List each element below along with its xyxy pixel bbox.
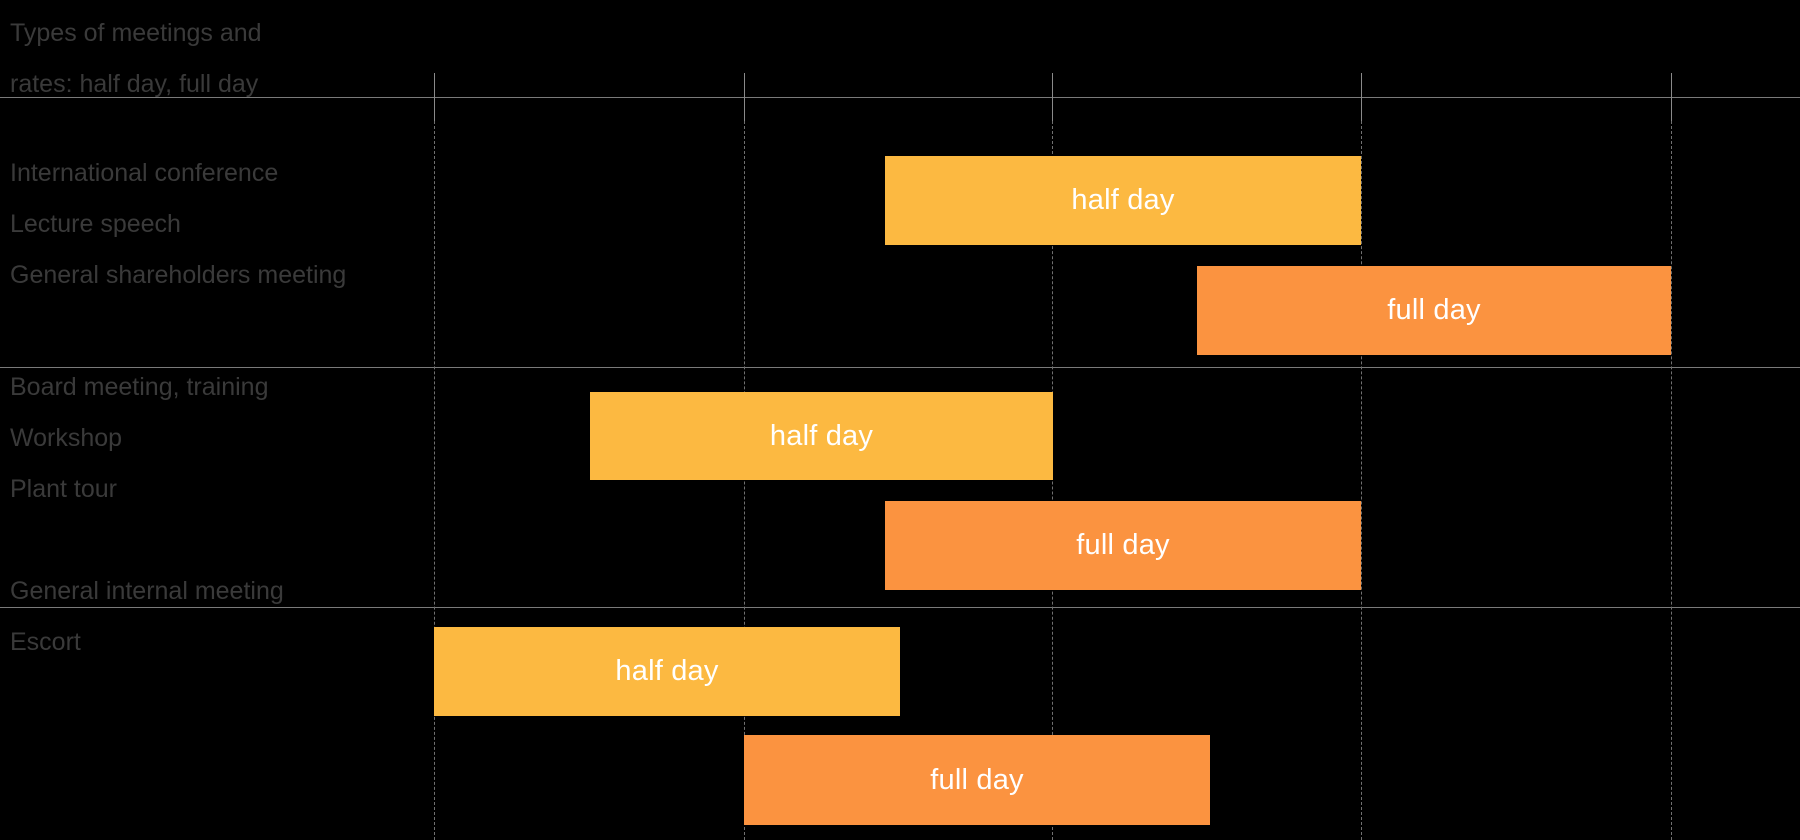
axis-tick-5 bbox=[1671, 73, 1672, 121]
bar-group-1-half-day[interactable]: half day bbox=[885, 156, 1361, 245]
row-label-workshop: Workshop bbox=[10, 424, 123, 452]
gridline-5 bbox=[1671, 121, 1672, 840]
group-3-labels: General internal meeting Escort bbox=[10, 566, 440, 668]
gridline-3 bbox=[1052, 121, 1053, 840]
row-label-escort: Escort bbox=[10, 628, 81, 656]
bar-label: full day bbox=[930, 763, 1024, 796]
bar-label: full day bbox=[1387, 294, 1481, 326]
divider-group-1 bbox=[0, 367, 1800, 368]
row-label-international-conference: International conference bbox=[10, 159, 279, 187]
bar-group-1-full-day[interactable]: full day bbox=[1197, 266, 1671, 355]
group-2-labels: Board meeting, training Workshop Plant t… bbox=[10, 362, 440, 515]
bar-label: half day bbox=[615, 655, 719, 687]
axis-tick-4 bbox=[1361, 73, 1362, 121]
page-title-line-1: Types of meetings and bbox=[10, 19, 262, 47]
gridline-2 bbox=[744, 121, 745, 840]
page-title: Types of meetings and rates: half day, f… bbox=[10, 8, 430, 110]
page-title-line-2: rates: half day, full day bbox=[10, 70, 259, 98]
axis-tick-2 bbox=[744, 73, 745, 121]
divider-group-2 bbox=[0, 607, 1800, 608]
bar-label: full day bbox=[1076, 529, 1170, 561]
row-label-general-shareholders-meeting: General shareholders meeting bbox=[10, 261, 347, 289]
bar-group-3-half-day[interactable]: half day bbox=[434, 627, 900, 716]
bar-label: half day bbox=[1071, 184, 1175, 216]
divider-header bbox=[0, 97, 1800, 98]
gridline-4 bbox=[1361, 121, 1362, 840]
row-label-general-internal-meeting: General internal meeting bbox=[10, 577, 284, 605]
axis-tick-3 bbox=[1052, 73, 1053, 121]
bar-group-2-half-day[interactable]: half day bbox=[590, 392, 1053, 480]
row-label-plant-tour: Plant tour bbox=[10, 475, 118, 503]
axis-tick-1 bbox=[434, 73, 435, 121]
gridline-1 bbox=[434, 121, 435, 840]
bar-group-3-full-day[interactable]: full day bbox=[744, 735, 1210, 825]
bar-label: half day bbox=[769, 419, 874, 452]
row-label-board-meeting-training: Board meeting, training bbox=[10, 373, 269, 401]
row-label-lecture-speech: Lecture speech bbox=[10, 210, 181, 238]
bar-group-2-full-day[interactable]: full day bbox=[885, 501, 1361, 590]
group-1-labels: International conference Lecture speech … bbox=[10, 148, 440, 301]
